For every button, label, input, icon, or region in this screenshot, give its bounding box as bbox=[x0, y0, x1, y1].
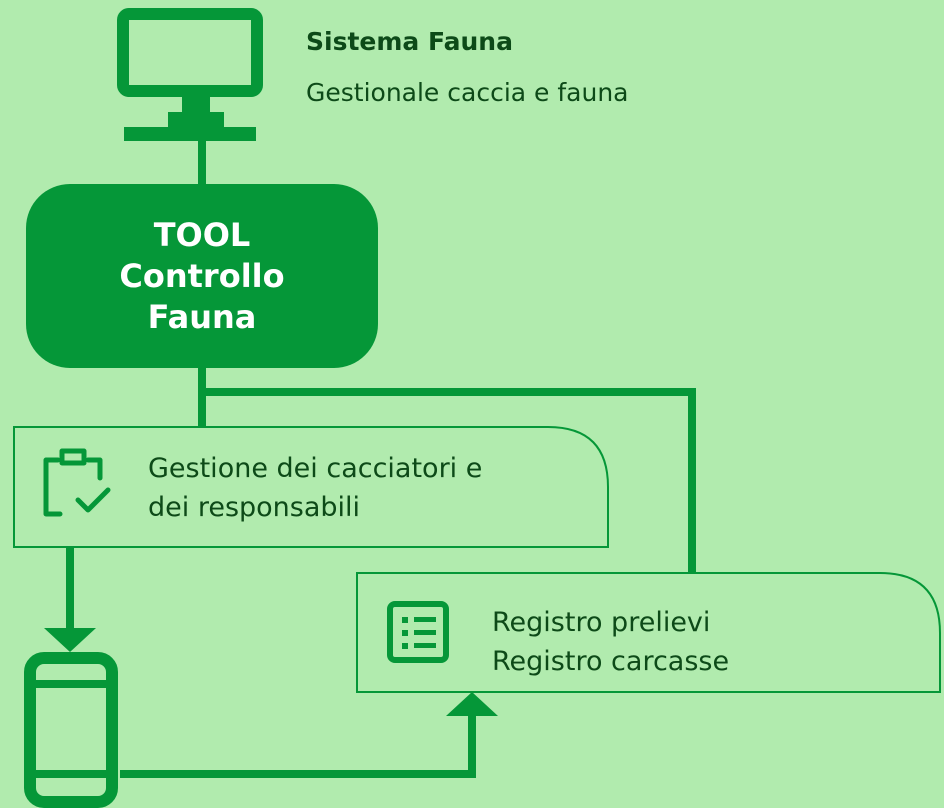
registers-line-1: Registro prelievi bbox=[492, 607, 711, 638]
connector-device-registers bbox=[120, 712, 476, 778]
monitor-icon bbox=[117, 8, 263, 141]
hunters-text: Gestione dei cacciatori e dei responsabi… bbox=[148, 449, 482, 527]
hunters-box bbox=[13, 426, 609, 548]
registers-line-2: Registro carcasse bbox=[492, 646, 730, 677]
arrowhead-down bbox=[44, 628, 96, 652]
system-title: Sistema Fauna bbox=[306, 27, 513, 56]
arrowhead-up bbox=[446, 692, 498, 716]
list-icon bbox=[387, 601, 449, 663]
tool-box bbox=[26, 184, 378, 368]
tool-line-3: Fauna bbox=[147, 297, 257, 336]
tool-line-1: TOOL bbox=[153, 215, 251, 254]
hunters-line-1: Gestione dei cacciatori e bbox=[148, 453, 483, 484]
clipboard-check-icon bbox=[43, 448, 111, 517]
registers-box bbox=[356, 572, 941, 693]
connector-tool-registers bbox=[202, 388, 696, 574]
registers-text: Registro prelievi Registro carcasse bbox=[492, 603, 729, 681]
smartphone-icon bbox=[24, 652, 118, 808]
hunters-line-2: dei responsabili bbox=[148, 492, 361, 523]
tool-label: TOOL Controllo Fauna bbox=[26, 184, 378, 368]
tool-line-2: Controllo bbox=[119, 256, 285, 295]
system-subtitle: Gestionale caccia e fauna bbox=[306, 78, 629, 107]
